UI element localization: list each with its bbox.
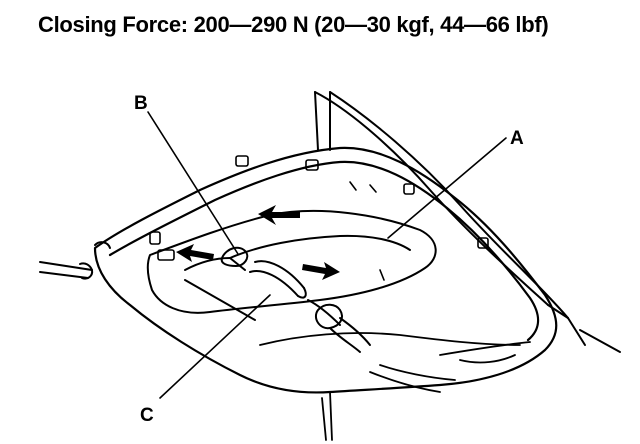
callout-c: C	[140, 405, 154, 426]
roof-frame	[314, 91, 621, 353]
center-panel	[146, 210, 437, 321]
lower-trim	[259, 332, 531, 441]
closing-force-title: Closing Force: 200—290 N (20—30 kgf, 44—…	[38, 12, 549, 37]
direction-arrows	[176, 205, 340, 280]
clip-b	[220, 246, 249, 267]
callout-a: A	[510, 128, 524, 149]
leader-lines	[147, 111, 507, 399]
left-strap	[39, 241, 111, 280]
clips	[149, 155, 489, 281]
strut-and-hand	[249, 260, 371, 353]
callout-b: B	[134, 93, 148, 114]
headliner-outline	[93, 146, 558, 394]
